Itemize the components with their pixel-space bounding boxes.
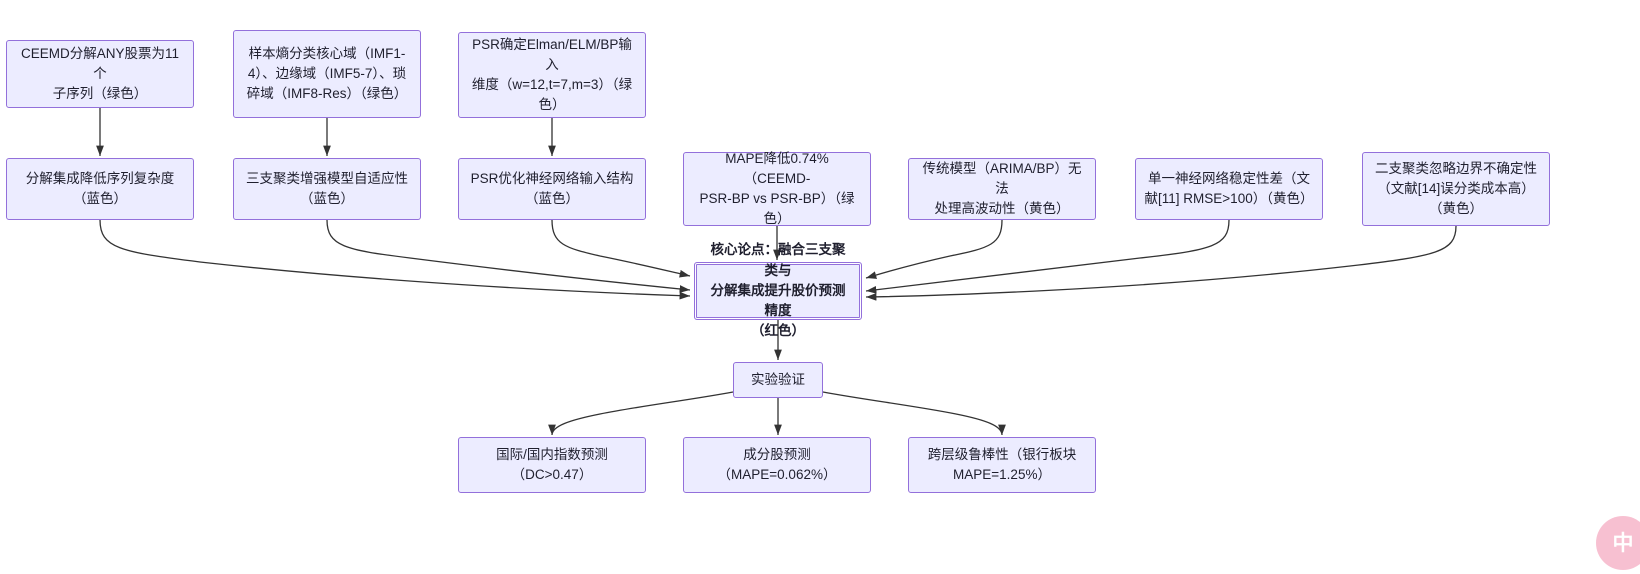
node-label: CEEMD分解ANY股票为11个 子序列（绿色） [20,45,180,102]
node-sample-entropy-classification[interactable]: 样本熵分类核心域（IMF1- 4）、边缘域（IMF5-7）、琐 碎域（IMF8-… [233,30,421,118]
node-label: PSR确定Elman/ELM/BP输入 维度（w=12,t=7,m=3）（绿 色… [471,36,633,113]
node-cross-level-robustness-result[interactable]: 跨层级鲁棒性（银行板块 MAPE=1.25%） [908,437,1096,493]
edge-n12-n15 [822,391,1006,436]
node-label: 二支聚类忽略边界不确定性 （文献[14]误分类成本高） （黄色） [1375,160,1537,217]
node-label: 传统模型（ARIMA/BP）无法 处理高波动性（黄色） [922,160,1082,217]
edge-n10-n11 [865,225,1457,301]
node-experimental-verification[interactable]: 实验验证 [733,362,823,398]
node-psr-input-dimension[interactable]: PSR确定Elman/ELM/BP输入 维度（w=12,t=7,m=3）（绿 色… [458,32,646,118]
node-label: 单一神经网络稳定性差（文 献[11] RMSE>100）（黄色） [1144,170,1314,206]
node-label: MAPE降低0.74%（CEEMD- PSR-BP vs PSR-BP）（绿 色… [699,150,855,227]
edge-n12-n13 [548,391,734,436]
edge-n6-n11 [551,219,691,278]
node-two-way-clustering-limitation[interactable]: 二支聚类忽略边界不确定性 （文献[14]误分类成本高） （黄色） [1362,152,1550,226]
watermark-badge: 中 [1596,516,1640,570]
edge-n5-n11 [326,219,691,293]
node-label: 国际/国内指数预测 （DC>0.47） [496,446,608,482]
node-constituent-stock-prediction-result[interactable]: 成分股预测 （MAPE=0.062%） [683,437,871,493]
node-decomposition-reduces-complexity[interactable]: 分解集成降低序列复杂度 （蓝色） [6,158,194,220]
node-ceemd-decomposition[interactable]: CEEMD分解ANY股票为11个 子序列（绿色） [6,40,194,108]
node-label: 三支聚类增强模型自适应性 （蓝色） [246,170,408,206]
node-label: 成分股预测 （MAPE=0.062%） [717,446,837,482]
node-core-thesis[interactable]: 核心论点：融合三支聚类与 分解集成提升股价预测精度 （红色） [694,242,862,338]
edge-n9-n11 [865,219,1230,294]
node-psr-optimizes-network-input[interactable]: PSR优化神经网络输入结构 （蓝色） [458,158,646,220]
node-label: 分解集成降低序列复杂度 （蓝色） [25,170,175,206]
node-label: PSR优化神经网络输入结构 （蓝色） [470,170,634,206]
node-label: 核心论点：融合三支聚类与 分解集成提升股价预测精度 （红色） [710,242,846,339]
node-single-network-instability[interactable]: 单一神经网络稳定性差（文 献[11] RMSE>100）（黄色） [1135,158,1323,220]
node-label: 样本熵分类核心域（IMF1- 4）、边缘域（IMF5-7）、琐 碎域（IMF8-… [246,45,408,102]
node-three-way-clustering-adaptivity[interactable]: 三支聚类增强模型自适应性 （蓝色） [233,158,421,220]
edge-n4-n11 [99,219,691,300]
node-mape-reduction[interactable]: MAPE降低0.74%（CEEMD- PSR-BP vs PSR-BP）（绿 色… [683,151,871,226]
edge-n8-n11 [865,219,1003,279]
node-index-prediction-result[interactable]: 国际/国内指数预测 （DC>0.47） [458,437,646,493]
node-label: 跨层级鲁棒性（银行板块 MAPE=1.25%） [927,446,1077,482]
node-label: 实验验证 [751,371,805,387]
node-traditional-model-limitation[interactable]: 传统模型（ARIMA/BP）无法 处理高波动性（黄色） [908,158,1096,220]
watermark-text: 中 [1612,531,1634,555]
